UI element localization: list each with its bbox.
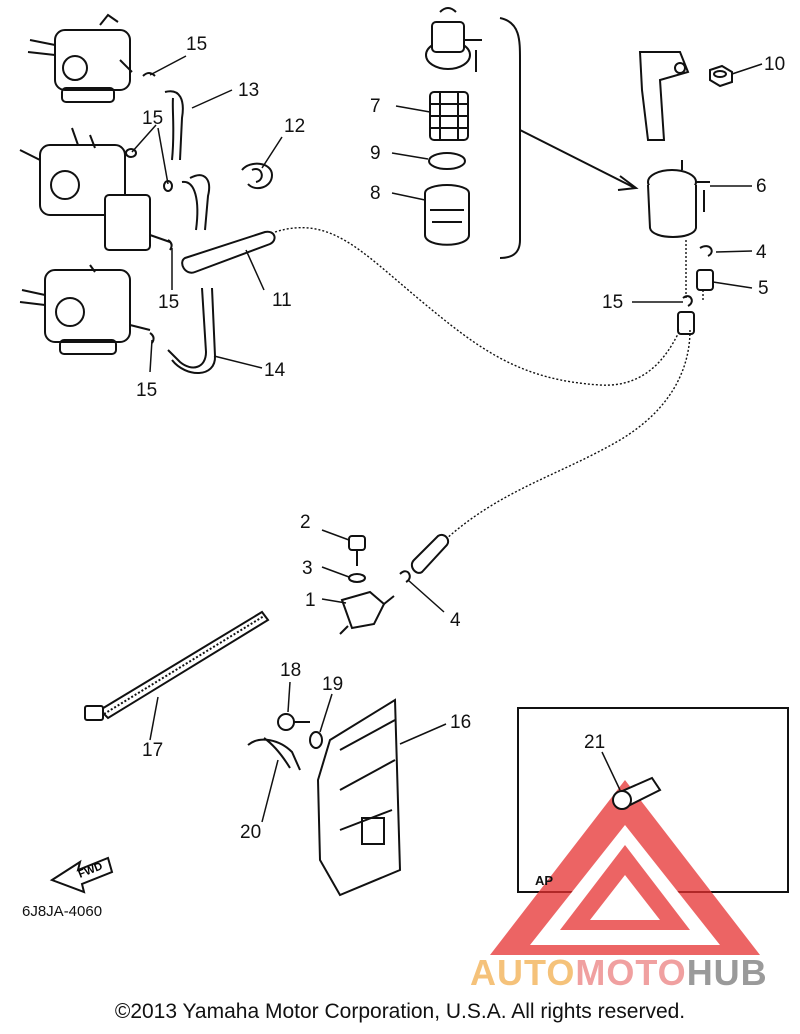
callout-21: 21 xyxy=(584,732,605,753)
callout-6: 6 xyxy=(756,176,767,197)
cable-tie-17 xyxy=(84,610,270,721)
fuel-line-upper xyxy=(274,227,681,386)
fuel-joint-1 xyxy=(339,590,395,635)
fuel-line-lower xyxy=(444,240,704,541)
callout-16: 16 xyxy=(450,712,471,733)
hose-13 xyxy=(164,90,210,231)
callout-3: 3 xyxy=(302,558,313,579)
filter-element-7 xyxy=(429,91,469,141)
group-bracket xyxy=(499,17,639,259)
bracket-16 xyxy=(316,698,402,897)
callout-7: 7 xyxy=(370,96,381,117)
filter-bracket xyxy=(638,51,690,141)
clip-12 xyxy=(241,162,274,190)
copyright-notice: ©2013 Yamaha Motor Corporation, U.S.A. A… xyxy=(114,1000,686,1023)
callout-11: 11 xyxy=(272,290,292,311)
callout-18: 18 xyxy=(280,660,301,681)
callout-14: 14 xyxy=(264,360,286,381)
callout-10: 10 xyxy=(764,54,785,75)
bolt-18 xyxy=(277,713,310,731)
clamp-20 xyxy=(247,737,301,771)
callout-13: 13 xyxy=(238,80,259,101)
callout-8: 8 xyxy=(370,183,381,204)
washer-3 xyxy=(348,573,366,583)
filter-cup-8 xyxy=(424,184,470,246)
callout-19: 19 xyxy=(322,674,343,695)
carburetor-bottom xyxy=(19,264,151,355)
callout-15-bottom: 15 xyxy=(136,380,157,401)
diagram-code: 6J8JA-4060 xyxy=(22,903,103,920)
watermark-part-hub: HUB xyxy=(686,952,768,993)
callout-2: 2 xyxy=(300,512,311,533)
callout-5: 5 xyxy=(758,278,769,299)
callout-4-center: 4 xyxy=(450,610,461,631)
nut-10 xyxy=(709,64,733,88)
hose-clip-15-mid-lower xyxy=(167,239,173,251)
inset-ap-label: AP xyxy=(535,873,554,888)
leader-lines xyxy=(131,55,763,823)
hose-11 xyxy=(181,230,276,274)
hose-piece-center xyxy=(410,534,450,574)
exploded-view-drawing: FWD 1 2 3 4 4 5 6 xyxy=(19,7,789,955)
o-ring-9 xyxy=(428,152,466,170)
hose-clip-15-top xyxy=(142,72,156,77)
callout-1: 1 xyxy=(305,590,316,611)
clip-4-right xyxy=(699,245,713,257)
callout-15-top: 15 xyxy=(186,34,207,55)
fwd-arrow-icon: FWD xyxy=(49,856,114,894)
watermark-part-moto: MOTO xyxy=(575,952,687,993)
callout-15-mid-lower: 15 xyxy=(158,292,179,313)
callout-labels: 1 2 3 4 4 5 6 7 8 9 10 11 12 13 14 15 15… xyxy=(136,34,785,843)
callout-20: 20 xyxy=(240,822,261,843)
joint-5 xyxy=(696,269,714,291)
callout-9: 9 xyxy=(370,143,381,164)
fuel-filter-6 xyxy=(647,160,710,238)
callout-17: 17 xyxy=(142,740,163,761)
hose-joint-right xyxy=(677,311,695,335)
clip-4-center xyxy=(399,570,411,583)
watermark-triangle xyxy=(490,780,760,955)
screw-2 xyxy=(348,535,366,566)
callout-15-mid-upper: 15 xyxy=(142,108,163,129)
carburetor-middle xyxy=(19,127,171,251)
filter-head xyxy=(425,7,482,72)
callout-15-right: 15 xyxy=(602,292,623,313)
callout-4-right: 4 xyxy=(756,242,767,263)
washer-19 xyxy=(309,731,323,749)
fitting-21 xyxy=(612,776,662,810)
watermark-logo: AUTOMOTOHUB xyxy=(470,952,768,994)
callout-12: 12 xyxy=(284,116,305,137)
clip-15-right xyxy=(682,295,693,307)
watermark-part-auto: AUTO xyxy=(470,952,576,993)
carburetor-top xyxy=(27,13,133,103)
